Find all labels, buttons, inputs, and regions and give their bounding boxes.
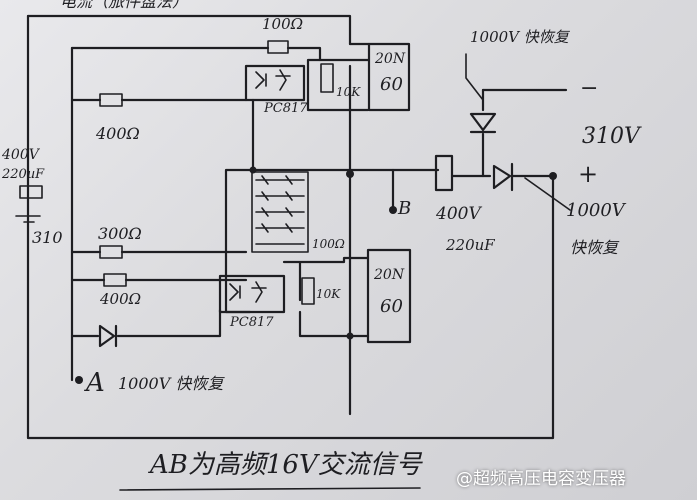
ic-20n60-bot [366,248,412,344]
cap-left-plates [15,215,41,223]
oc-top-internals [255,69,291,91]
diode-bot-symbol [98,324,118,348]
junction-2 [249,166,257,174]
wire-10k-top [306,58,370,112]
resistor-100-top-label: 100Ω [262,15,304,33]
wire-bot-stage [282,256,370,302]
capacitor-left [19,185,43,199]
optocoupler-pc817-bot [218,274,286,314]
node-b-label: B [398,198,412,219]
diode-array-lines [255,175,305,245]
diode-top-label: 1000V 快恢复 [470,28,569,46]
diode-array [251,171,309,253]
node-b-dot [389,206,397,214]
top-cut-label: 电流（旅件盘法） [60,0,189,11]
capacitor-out [434,154,454,192]
caption-stroke [119,487,421,491]
cap-out-capacitance: 220uF [446,236,495,254]
resistor-400-top-label: 400Ω [96,124,140,143]
resistor-10k-top [320,63,334,93]
resistor-10k-bot-label: 10K [316,287,341,301]
ic-20n60-top [367,42,411,112]
wire-left-rail [26,14,555,440]
diode-right-type: 快恢复 [570,238,619,257]
cap-out-voltage: 400V [436,204,481,224]
resistor-100-top [267,40,289,54]
junction-1 [346,170,354,178]
resistor-400-bot-label: 400Ω [100,290,142,308]
left-voltage-label: 310 [32,228,63,247]
ic-bot-line1: 20N [374,267,405,283]
minus-label: − [580,76,599,101]
wire-top-rail [26,14,352,46]
caption: AB为高频16V交流信号 [150,450,422,480]
resistor-400-bot [103,273,127,287]
cap-left-capacitance: 220uF [2,167,45,182]
plus-label: + [578,160,599,188]
ic-top-line2: 60 [380,74,403,95]
oc-bot-label: PC817 [230,315,274,330]
diode-right-symbol [492,162,514,192]
node-a-dot [75,376,83,384]
diode-right-voltage: 1000V [566,200,625,221]
resistor-400-top [99,93,123,107]
watermark: @超频高压电容变压器 [456,469,626,489]
oc-top-label: PC817 [264,101,308,116]
oc-bot-internals [229,281,267,303]
wire-r100-top [70,46,322,62]
output-voltage-label: 310V [582,124,640,149]
resistor-100-bot-label: 100Ω [312,237,345,251]
wire-ic-top [348,42,371,178]
resistor-300 [99,245,123,259]
diode-top-symbol [469,112,497,134]
ic-bot-line2: 60 [380,296,403,317]
leader-top-diode [465,53,484,101]
optocoupler-pc817-top [244,64,306,102]
junction-4 [346,332,354,340]
ic-top-line1: 20N [375,51,406,67]
junction-3 [549,172,557,180]
diode-bot-label: 1000V 快恢复 [118,374,224,393]
cap-left-voltage: 400V [2,147,39,163]
resistor-10k-bot [301,277,315,305]
resistor-300-label: 300Ω [98,224,142,243]
leader-right-diode [524,177,571,211]
wire-bot-diode [70,308,222,338]
resistor-10k-top-label: 10K [336,85,361,99]
node-a-label: A [86,368,105,398]
